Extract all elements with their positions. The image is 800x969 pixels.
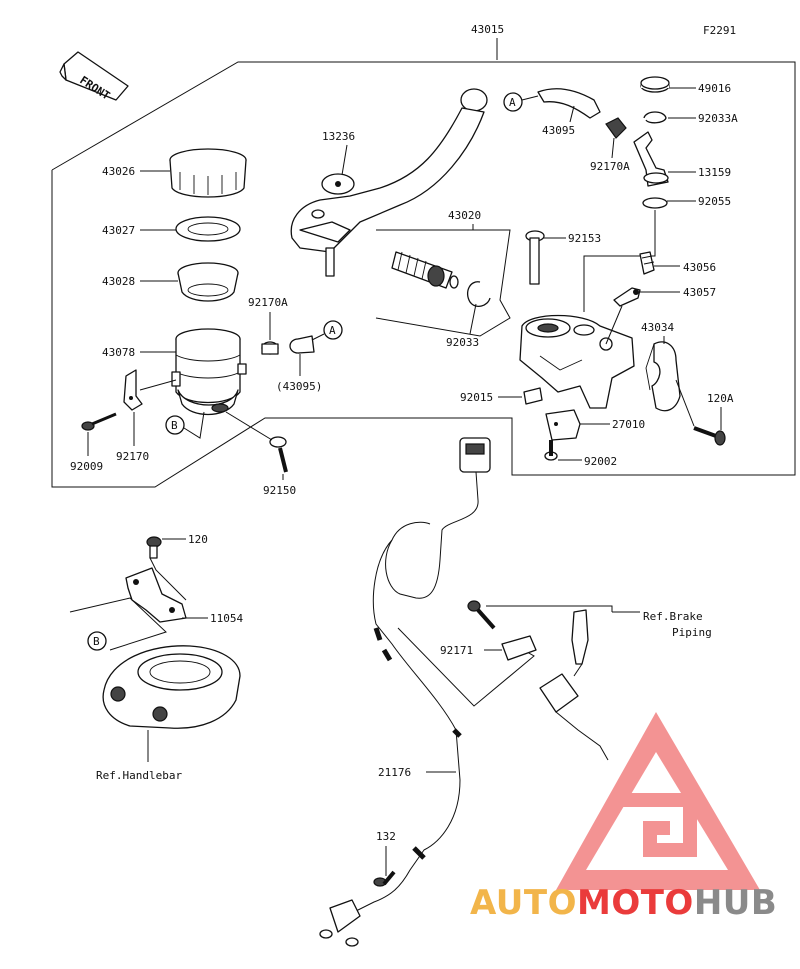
marker-a-right-label: A [509,96,516,109]
handlebar-holder [102,645,241,729]
callout-43020: 43020 [448,209,481,222]
watermark-text: AUTOMOTOHUB [470,883,777,923]
piston-assembly [391,251,459,289]
circlip-92033 [466,281,491,308]
hose-clamp-right [605,117,627,139]
nut-92015 [523,387,543,405]
callout-27010: 27010 [612,418,645,431]
callout-43057: 43057 [683,286,716,299]
marker-b-upper-label: B [171,419,178,432]
callout-92002: 92002 [584,455,617,468]
wire-harness-upper [385,471,479,599]
callout-13236: 13236 [322,130,355,143]
callout-43078: 43078 [102,346,135,359]
marker-b-upper [165,415,185,435]
holder-clamp [645,341,681,412]
callout-43028: 43028 [102,275,135,288]
callout-92170: 92170 [116,450,149,463]
callout-21176: 21176 [378,766,411,779]
callout-92009: 92009 [70,460,103,473]
watermark-auto: AUTO [470,883,577,923]
watermark-moto: MOTO [577,883,694,923]
reservoir-bracket [123,369,143,411]
front-arrow-icon: FRONT [59,51,129,103]
screw-132 [373,870,396,887]
callout-43095: 43095 [542,124,575,137]
hose-stub [289,335,315,354]
reservoir-fitting [633,131,669,187]
callout-92170A-right: 92170A [590,160,630,173]
callout-13159: 13159 [698,166,731,179]
callout-132: 132 [376,830,396,843]
assembly-frame [51,61,796,488]
callout-43056: 43056 [683,261,716,274]
screw-92002 [544,440,558,461]
brake-pipe-connector [539,609,609,761]
callout-92033A: 92033A [698,112,738,125]
wire-clamp-bracket [501,635,537,661]
ref-brake-line2: Piping [672,626,712,639]
callout-92015: 92015 [460,391,493,404]
sensor-plug [319,899,361,947]
reservoir-cap [169,148,247,198]
brake-light-switch [545,409,581,441]
callout-11054: 11054 [210,612,243,625]
hose-clamp-left [261,341,279,355]
o-ring-92055 [642,197,668,209]
callout-92055: 92055 [698,195,731,208]
ref-brake-line1: Ref.Brake [643,610,703,623]
watermark-hub: HUB [694,883,777,923]
bolt-120 [146,536,162,559]
marker-b-lower-label: B [93,635,100,648]
marker-a-left [323,320,343,340]
ref-handlebar: Ref.Handlebar [96,769,182,782]
callout-92170A-left: 92170A [248,296,288,309]
screw-92009 [81,412,117,431]
callout-92150: 92150 [263,484,296,497]
brake-lever [290,88,488,277]
callout-92171: 92171 [440,644,473,657]
callout-120A: 120A [707,392,734,405]
screw-92150 [269,436,288,473]
fitting-cap [640,76,670,93]
mount-bracket-11054 [125,567,187,623]
switch-connector [459,437,491,473]
marker-a-right [503,92,523,112]
callout-92153: 92153 [568,232,601,245]
callout-49016: 49016 [698,82,731,95]
callout-43095-paren: (43095) [276,380,322,393]
circlip-92033A [643,111,667,124]
marker-b-lower [87,631,107,651]
reservoir-hose [537,88,601,119]
figure-code: F2291 [703,24,736,37]
screw-92171 [467,600,496,630]
master-cylinder-body [519,314,635,409]
callout-120: 120 [188,533,208,546]
diaphragm [177,262,239,302]
marker-a-left-label: A [329,324,336,337]
callout-43026: 43026 [102,165,135,178]
clamp-bolt-120A [693,426,726,446]
assembly-number: 43015 [471,23,504,36]
bleed-cap [613,287,641,307]
reservoir-tank [171,328,247,416]
callout-43027: 43027 [102,224,135,237]
bleed-valve [639,251,655,275]
callout-43034: 43034 [641,321,674,334]
watermark-logo [556,712,760,890]
pivot-bolt-92153 [525,230,545,285]
callout-92033: 92033 [446,336,479,349]
diaphragm-plate [175,216,241,242]
